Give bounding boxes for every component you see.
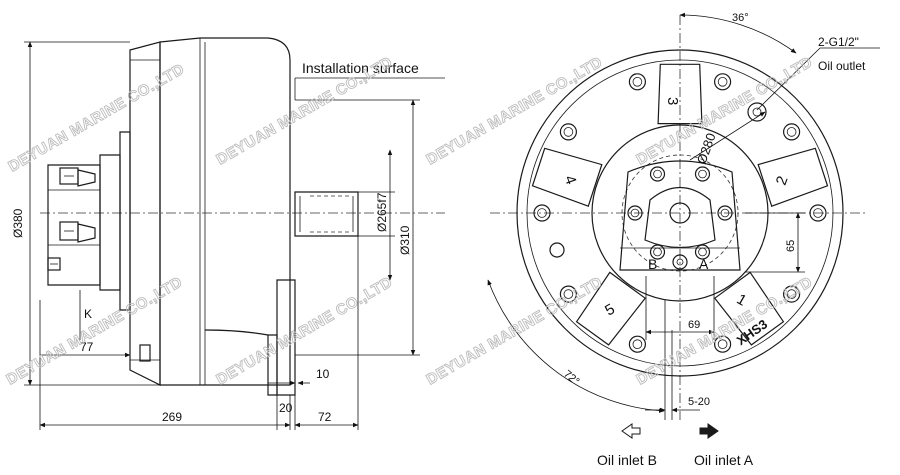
installation-surface-label: Installation surface xyxy=(302,60,419,76)
housing-body xyxy=(159,37,291,386)
flange-bolt-hole xyxy=(809,204,827,222)
oil-inlet-b-arrow-icon xyxy=(621,423,641,439)
angle-72: 72° xyxy=(561,368,581,388)
fitting-upper xyxy=(59,167,96,187)
flange-bolt-hole xyxy=(628,335,647,353)
front-view: 3 2 4 5 1 XHS3 B A Ø280 36° 2-G1/2" Oil … xyxy=(487,12,880,420)
sector-label-4: 4 xyxy=(561,173,580,187)
flange-bolt-hole xyxy=(782,285,801,303)
sector-label-5: 5 xyxy=(602,301,618,320)
dim-69: 69 xyxy=(688,319,700,331)
hub-bolt-hole xyxy=(649,166,666,182)
angle-36: 36° xyxy=(732,12,749,24)
radial-lobe xyxy=(531,147,603,207)
sector-label-2: 2 xyxy=(773,174,792,188)
oil-inlet-b-label: Oil inlet B xyxy=(597,452,657,468)
dim-10: 10 xyxy=(316,367,330,381)
port-a-label: A xyxy=(699,256,709,272)
dim-65: 65 xyxy=(785,240,797,252)
dim-72: 72 xyxy=(318,410,332,424)
radial-lobe xyxy=(657,63,703,125)
radial-lobe xyxy=(713,271,785,346)
flange-bolt-hole xyxy=(782,123,801,141)
watermark: DEYUAN MARINE CO.,LTD xyxy=(634,54,816,169)
flange-bolt-hole xyxy=(628,73,647,91)
dim-269: 269 xyxy=(162,410,182,424)
central-hub xyxy=(619,160,741,271)
rear-cover xyxy=(119,131,131,311)
oil-outlet-label: Oil outlet xyxy=(818,59,866,73)
oil-inlet-a-arrow-icon xyxy=(699,423,719,439)
oil-inlet-a-label: Oil inlet A xyxy=(694,452,754,468)
dim-diameter-265f7: Ø265f7 xyxy=(375,192,389,232)
output-shaft xyxy=(294,191,359,237)
hub-bolt-hole xyxy=(627,205,643,221)
hub-bolt-hole xyxy=(694,166,711,182)
dim-5-20: 5-20 xyxy=(688,396,710,408)
flange-bolt-hole xyxy=(533,204,551,222)
radial-lobe xyxy=(757,147,829,207)
watermark: DEYUAN MARINE CO.,LTD xyxy=(4,274,186,389)
side-view: Installation surface Ø380 Ø265f7 Ø310 K … xyxy=(11,37,445,430)
flange-bolt-hole xyxy=(713,335,732,353)
watermarks: DEYUAN MARINE CO.,LTD DEYUAN MARINE CO.,… xyxy=(3,53,816,389)
flange-bolt-hole xyxy=(559,123,578,141)
dim-20: 20 xyxy=(279,401,293,415)
hub-bore xyxy=(669,202,691,224)
hub-bolt-hole xyxy=(694,244,711,260)
oil-inlet-legend: Oil inlet B Oil inlet A xyxy=(597,423,754,468)
dim-diameter-310: Ø310 xyxy=(398,225,412,255)
dim-diameter-380: Ø380 xyxy=(11,208,25,238)
hub-bolt-hole xyxy=(649,244,666,260)
port-2g-label: 2-G1/2" xyxy=(818,35,859,49)
sector-label-3: 3 xyxy=(664,97,681,105)
drain-plug xyxy=(139,344,151,362)
fitting-middle xyxy=(59,221,96,243)
sector-label-1: 1 xyxy=(734,291,750,310)
watermark: DEYUAN MARINE CO.,LTD xyxy=(424,54,606,169)
port-b-label: B xyxy=(648,256,657,272)
fitting-lower xyxy=(47,257,61,271)
radial-lobes xyxy=(531,63,829,346)
oil-outlet-port xyxy=(747,102,767,122)
dim-k: K xyxy=(84,307,92,321)
bolt-holes xyxy=(533,73,827,353)
dim-77: 77 xyxy=(80,340,94,354)
hub-bolt-hole xyxy=(717,205,733,221)
watermark: DEYUAN MARINE CO.,LTD xyxy=(424,274,606,389)
flange-bolt-hole xyxy=(713,73,732,91)
port-center xyxy=(672,254,688,270)
oil-outlet-port-2 xyxy=(549,242,565,258)
